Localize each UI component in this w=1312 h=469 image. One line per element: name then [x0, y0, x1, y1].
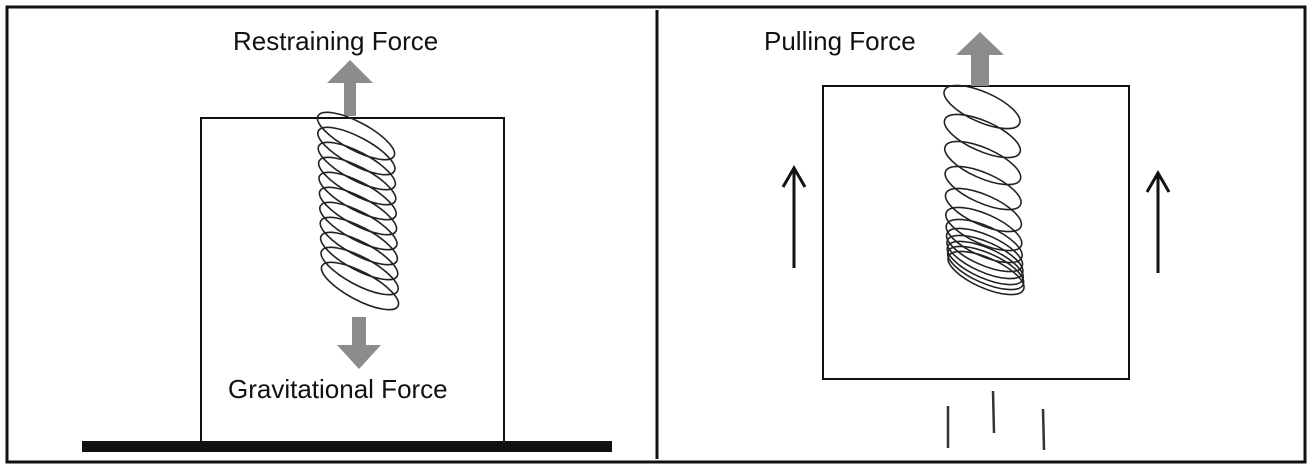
right-panel [781, 32, 1171, 451]
left-motion-arrow [781, 165, 807, 268]
spring-coil [947, 250, 1025, 296]
left-spring [316, 111, 400, 311]
pulling-force-arrow [956, 32, 1004, 86]
gravitational-force-label: Gravitational Force [228, 374, 448, 404]
ground-bar [82, 441, 612, 452]
spring-coil [943, 140, 1022, 186]
right-spring [943, 84, 1025, 296]
outer-frame [5, 5, 1307, 464]
spring-coil [944, 165, 1022, 211]
restraining-force-label: Restraining Force [233, 26, 439, 56]
gravitational-force-arrow [337, 317, 381, 369]
spring-coil [318, 186, 398, 236]
spring-coil [943, 84, 1021, 130]
spring-coil [319, 231, 399, 281]
pulling-force-label: Pulling Force [764, 26, 916, 56]
spring-coil [319, 216, 399, 266]
spring-coil [317, 141, 397, 191]
spring-coil [320, 261, 400, 311]
motion-lines [946, 390, 1046, 451]
spring-coil [944, 187, 1023, 233]
spring-coil [317, 126, 396, 176]
spring-coil [317, 156, 397, 206]
spring-coil [945, 206, 1023, 252]
spring-coil [318, 171, 397, 221]
right-box [822, 85, 1130, 380]
spring-coil [943, 113, 1022, 159]
spring-coil [316, 111, 396, 161]
spring-coil [319, 201, 398, 251]
restraining-force-arrow [327, 60, 373, 116]
spring-coil [320, 246, 399, 296]
right-motion-arrow [1145, 170, 1171, 273]
left-panel [82, 60, 612, 452]
